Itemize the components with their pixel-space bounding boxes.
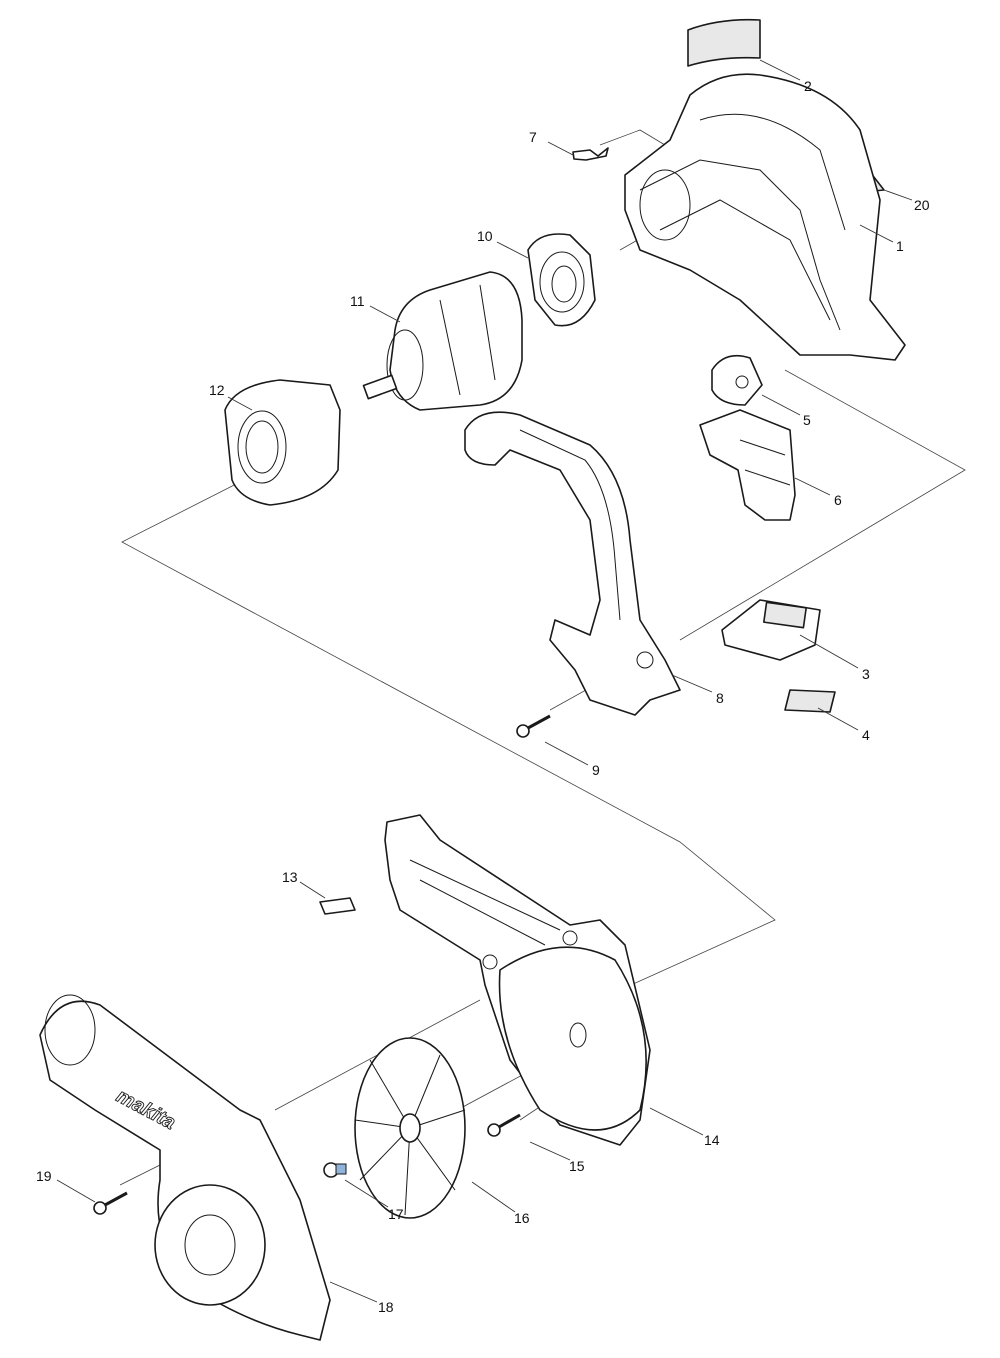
callout-18: 18 <box>378 1299 394 1315</box>
callout-1: 1 <box>896 238 904 254</box>
callout-19: 19 <box>36 1168 52 1184</box>
part-5-switch-knob <box>711 354 763 406</box>
callout-11: 11 <box>350 293 365 309</box>
callout-2: 2 <box>804 78 812 94</box>
part-14-blower-housing <box>384 814 651 1146</box>
callout-12: 12 <box>209 382 225 398</box>
part-12-fan-guide <box>224 379 341 506</box>
callout-7: 7 <box>529 129 537 145</box>
part-2-label-sheet <box>687 18 761 67</box>
callout-3: 3 <box>862 666 870 682</box>
part-19-screw <box>93 1191 128 1215</box>
part-17-nut <box>323 1162 347 1178</box>
part-3-controller <box>721 599 821 661</box>
callout-5: 5 <box>803 412 811 428</box>
part-7-clip <box>572 147 609 161</box>
callout-8: 8 <box>716 690 724 706</box>
part-13-plate <box>319 897 356 915</box>
part-4-label <box>784 689 836 713</box>
callout-9: 9 <box>592 762 600 778</box>
callout-15: 15 <box>569 1158 585 1174</box>
leader-lines <box>56 59 913 1303</box>
callout-4: 4 <box>862 727 870 743</box>
part-9-screw <box>516 714 551 738</box>
callout-6: 6 <box>834 492 842 508</box>
part-15-screw <box>487 1113 521 1137</box>
part-16-fan <box>354 1037 466 1219</box>
part-8-handle-half <box>464 411 681 716</box>
part-1-housing <box>624 73 906 361</box>
callout-17: 17 <box>388 1206 404 1222</box>
callout-labels: 2 7 20 1 10 11 12 5 6 3 8 4 9 13 14 15 1… <box>36 78 930 1315</box>
callout-20: 20 <box>914 197 930 213</box>
part-10-motor-bracket <box>527 233 596 327</box>
callout-16: 16 <box>514 1210 530 1226</box>
part-11-motor <box>362 271 523 411</box>
part-18-nozzle-housing: makita <box>39 994 331 1341</box>
callout-10: 10 <box>477 228 493 244</box>
callout-13: 13 <box>282 869 298 885</box>
callout-14: 14 <box>704 1132 720 1148</box>
part-6-switch <box>699 409 796 521</box>
